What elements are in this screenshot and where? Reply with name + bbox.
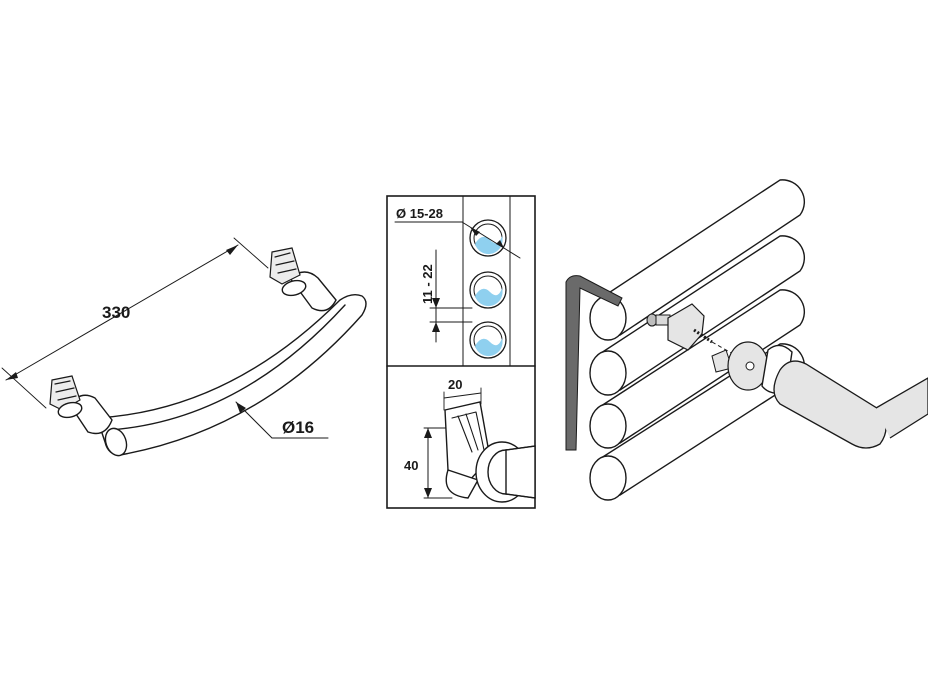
towel-bar-end-icon — [761, 344, 928, 449]
radiator-tube-3 — [469, 321, 507, 359]
towel-bar-drawing: 330 Ø16 — [1, 237, 367, 457]
length-dimension: 330 — [102, 303, 130, 322]
clamp-screw-icon — [646, 303, 741, 373]
left-bracket-icon — [49, 375, 83, 419]
bracket-width-label: 20 — [448, 377, 462, 392]
rosette-icon — [727, 341, 769, 391]
radiator-tube-2 — [469, 271, 507, 309]
mounting-detail-box: Ø 15-28 11 - 22 20 40 — [386, 195, 536, 509]
spacing-range-label: 11 - 22 — [420, 264, 435, 304]
radiator-tube-third — [589, 289, 806, 449]
right-bracket-icon — [269, 247, 307, 297]
radiator-tube-top — [589, 179, 806, 341]
bracket-detail-icon — [444, 401, 536, 503]
tube-range-label: Ø 15-28 — [396, 206, 443, 221]
bracket-height-label: 40 — [404, 458, 418, 473]
tube-diameter-label: Ø16 — [282, 418, 314, 437]
allen-key-icon — [565, 275, 623, 451]
radiator-assembly-drawing — [565, 179, 928, 501]
